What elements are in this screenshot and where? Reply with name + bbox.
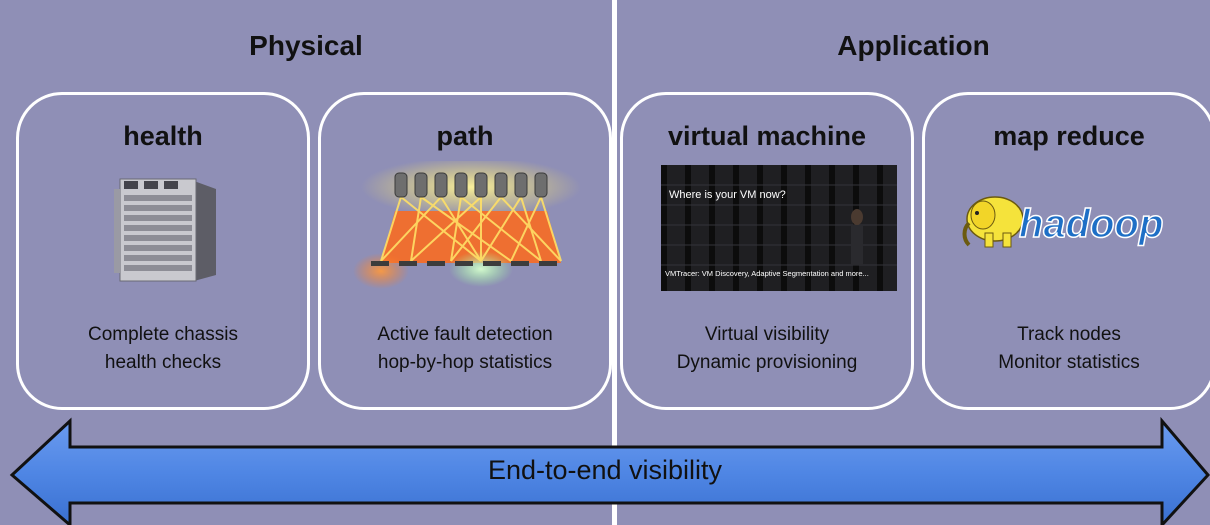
card-map-reduce: map reduce hadoop Track nodes Monitor st… <box>922 92 1210 410</box>
hadoop-wordmark: hadoop <box>1019 202 1163 246</box>
card-description: Active fault detection hop-by-hop statis… <box>377 324 553 373</box>
hadoop-logo: hadoop <box>962 196 1164 248</box>
card-title: health <box>123 121 203 151</box>
card-path: path <box>318 92 612 410</box>
card-title: map reduce <box>993 121 1145 151</box>
vm-headline: Where is your VM now? <box>669 189 786 201</box>
card-title: path <box>436 121 494 151</box>
section-title-application: Application <box>837 30 990 61</box>
card-virtual-machine: virtual machine Where is your VM now? VM… <box>620 92 914 410</box>
vm-tracer-screenshot: Where is your VM now? VMTracer: VM Disco… <box>661 165 897 291</box>
arrow-label: End-to-end visibility <box>487 455 723 485</box>
card-health: health Complete chassis health checks <box>16 92 310 410</box>
section-divider <box>612 0 617 525</box>
card-description: Virtual visibility Dynamic provisioning <box>676 324 858 373</box>
network-path-icon <box>353 161 581 289</box>
end-to-end-arrow: End-to-end visibility <box>0 415 1210 525</box>
card-description: Complete chassis health checks <box>88 324 238 373</box>
section-title-physical: Physical <box>249 30 363 61</box>
elephant-icon <box>962 196 1024 248</box>
chassis-icon <box>114 178 216 282</box>
card-title: virtual machine <box>667 121 867 151</box>
card-description: Track nodes Monitor statistics <box>998 324 1140 373</box>
vm-caption: VMTracer: VM Discovery, Adaptive Segment… <box>665 269 869 278</box>
